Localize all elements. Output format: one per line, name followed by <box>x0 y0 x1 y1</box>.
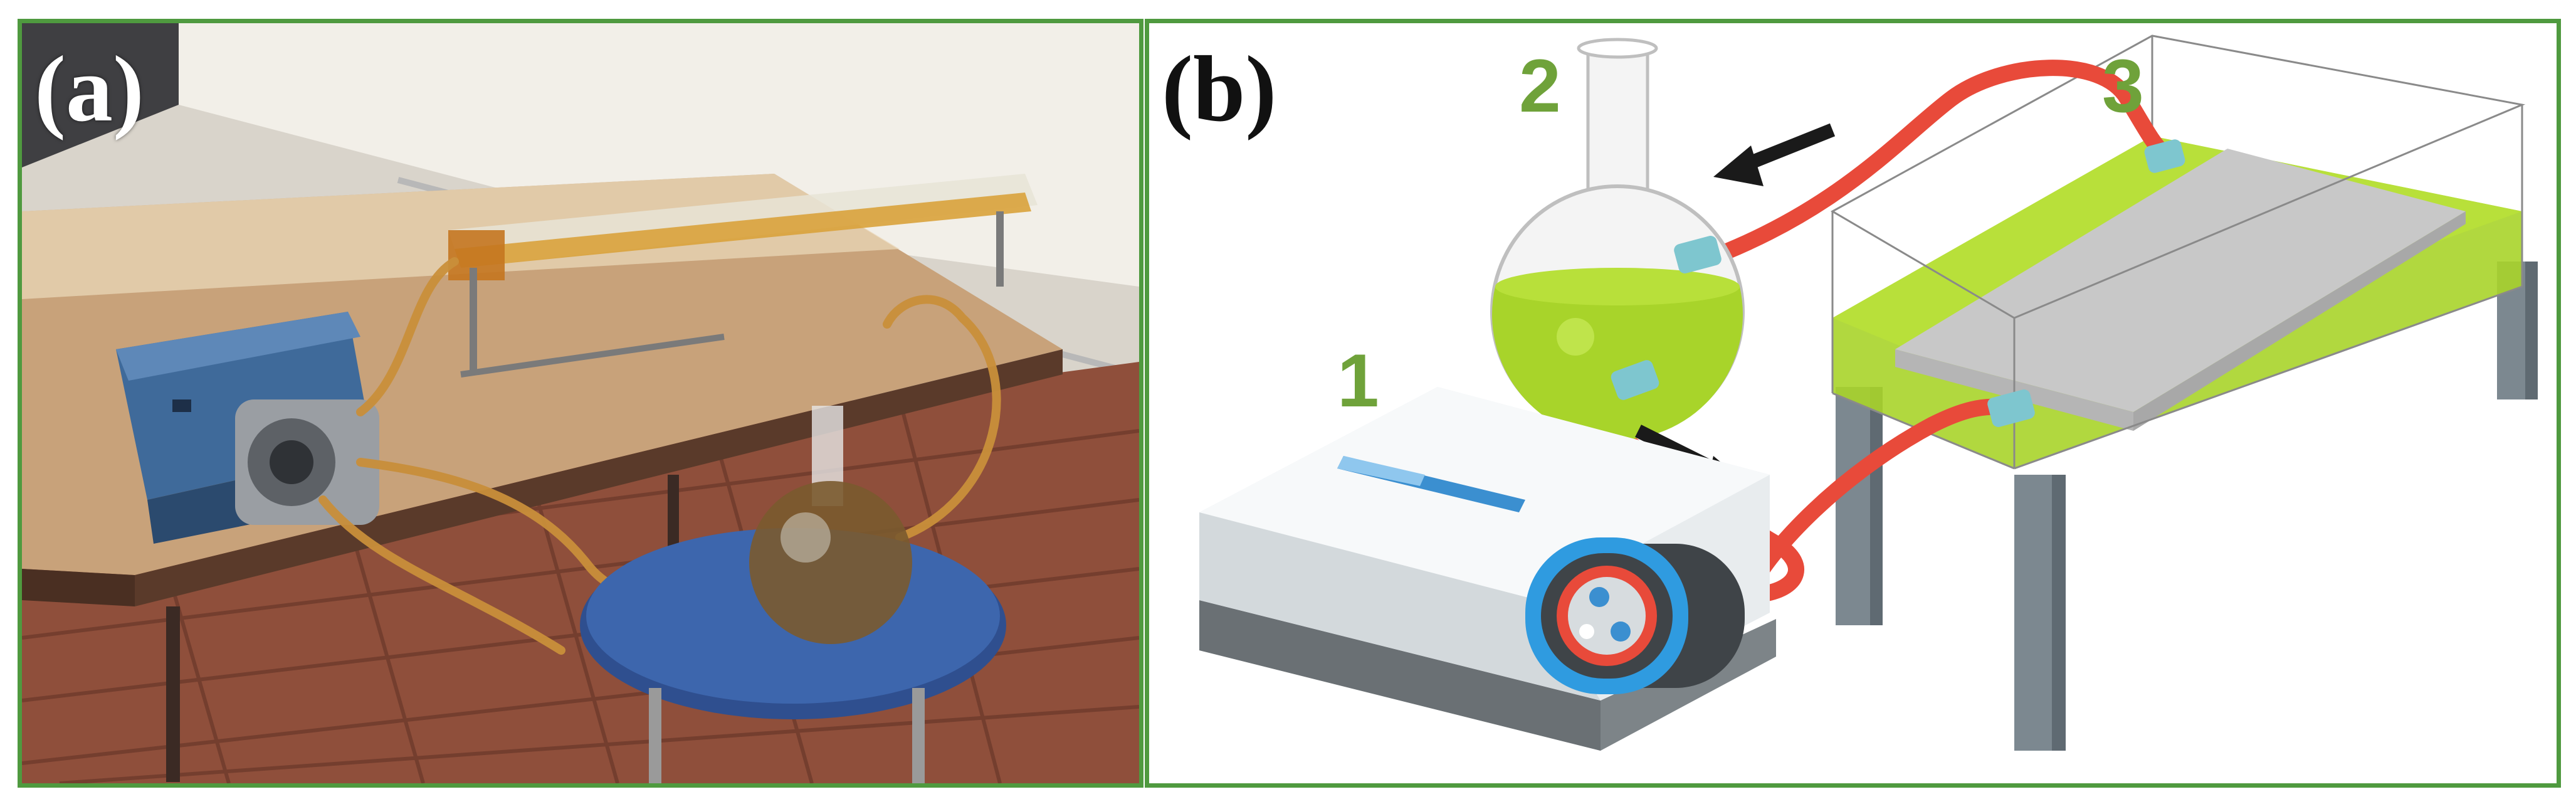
panel-a-label: (a) <box>34 37 144 141</box>
photo-reactor-icon <box>448 174 1038 378</box>
reactor-inlet-connector-icon <box>1987 389 2035 427</box>
round-bottom-flask-icon <box>1490 38 1745 440</box>
panel-b-label: (b) <box>1162 37 1277 141</box>
component-number-1: 1 <box>1337 339 1379 423</box>
schematic-drawing <box>1199 34 2538 751</box>
component-number-2: 2 <box>1519 44 1561 128</box>
reactor-tank-icon <box>1830 34 2538 751</box>
panel-a-photo: (a) <box>18 19 1143 788</box>
component-number-3: 3 <box>2102 44 2144 128</box>
peristaltic-pump-icon <box>1199 387 1776 751</box>
setup-photo-illustration <box>22 23 1139 783</box>
photo-pump-icon <box>116 312 379 544</box>
flow-arrow-upper <box>1713 123 1836 186</box>
reactor-outlet-connector-icon <box>2144 139 2185 173</box>
photo-flask-icon <box>749 406 912 644</box>
panel-b-schematic: (b) 1 2 3 <box>1145 19 2561 788</box>
